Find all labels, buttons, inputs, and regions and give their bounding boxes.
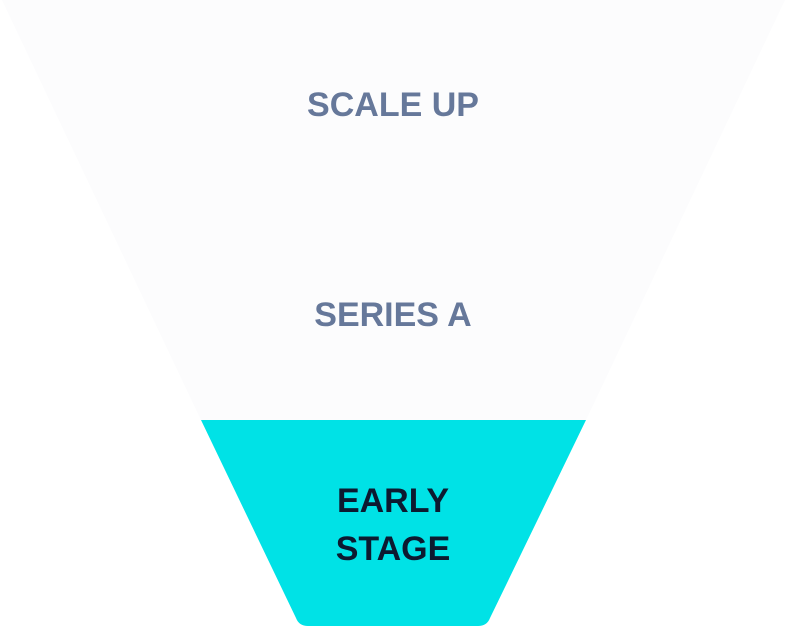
stage-label-scale-up: SCALE UP xyxy=(307,86,479,124)
stage-label-early-stage-line2: STAGE xyxy=(336,530,451,568)
funnel-segment-early-stage[interactable] xyxy=(201,420,586,626)
stage-label-early-stage-line1: EARLY xyxy=(337,482,449,520)
stage-label-series-a: SERIES A xyxy=(314,296,471,334)
funnel-upper-segment xyxy=(2,0,785,420)
